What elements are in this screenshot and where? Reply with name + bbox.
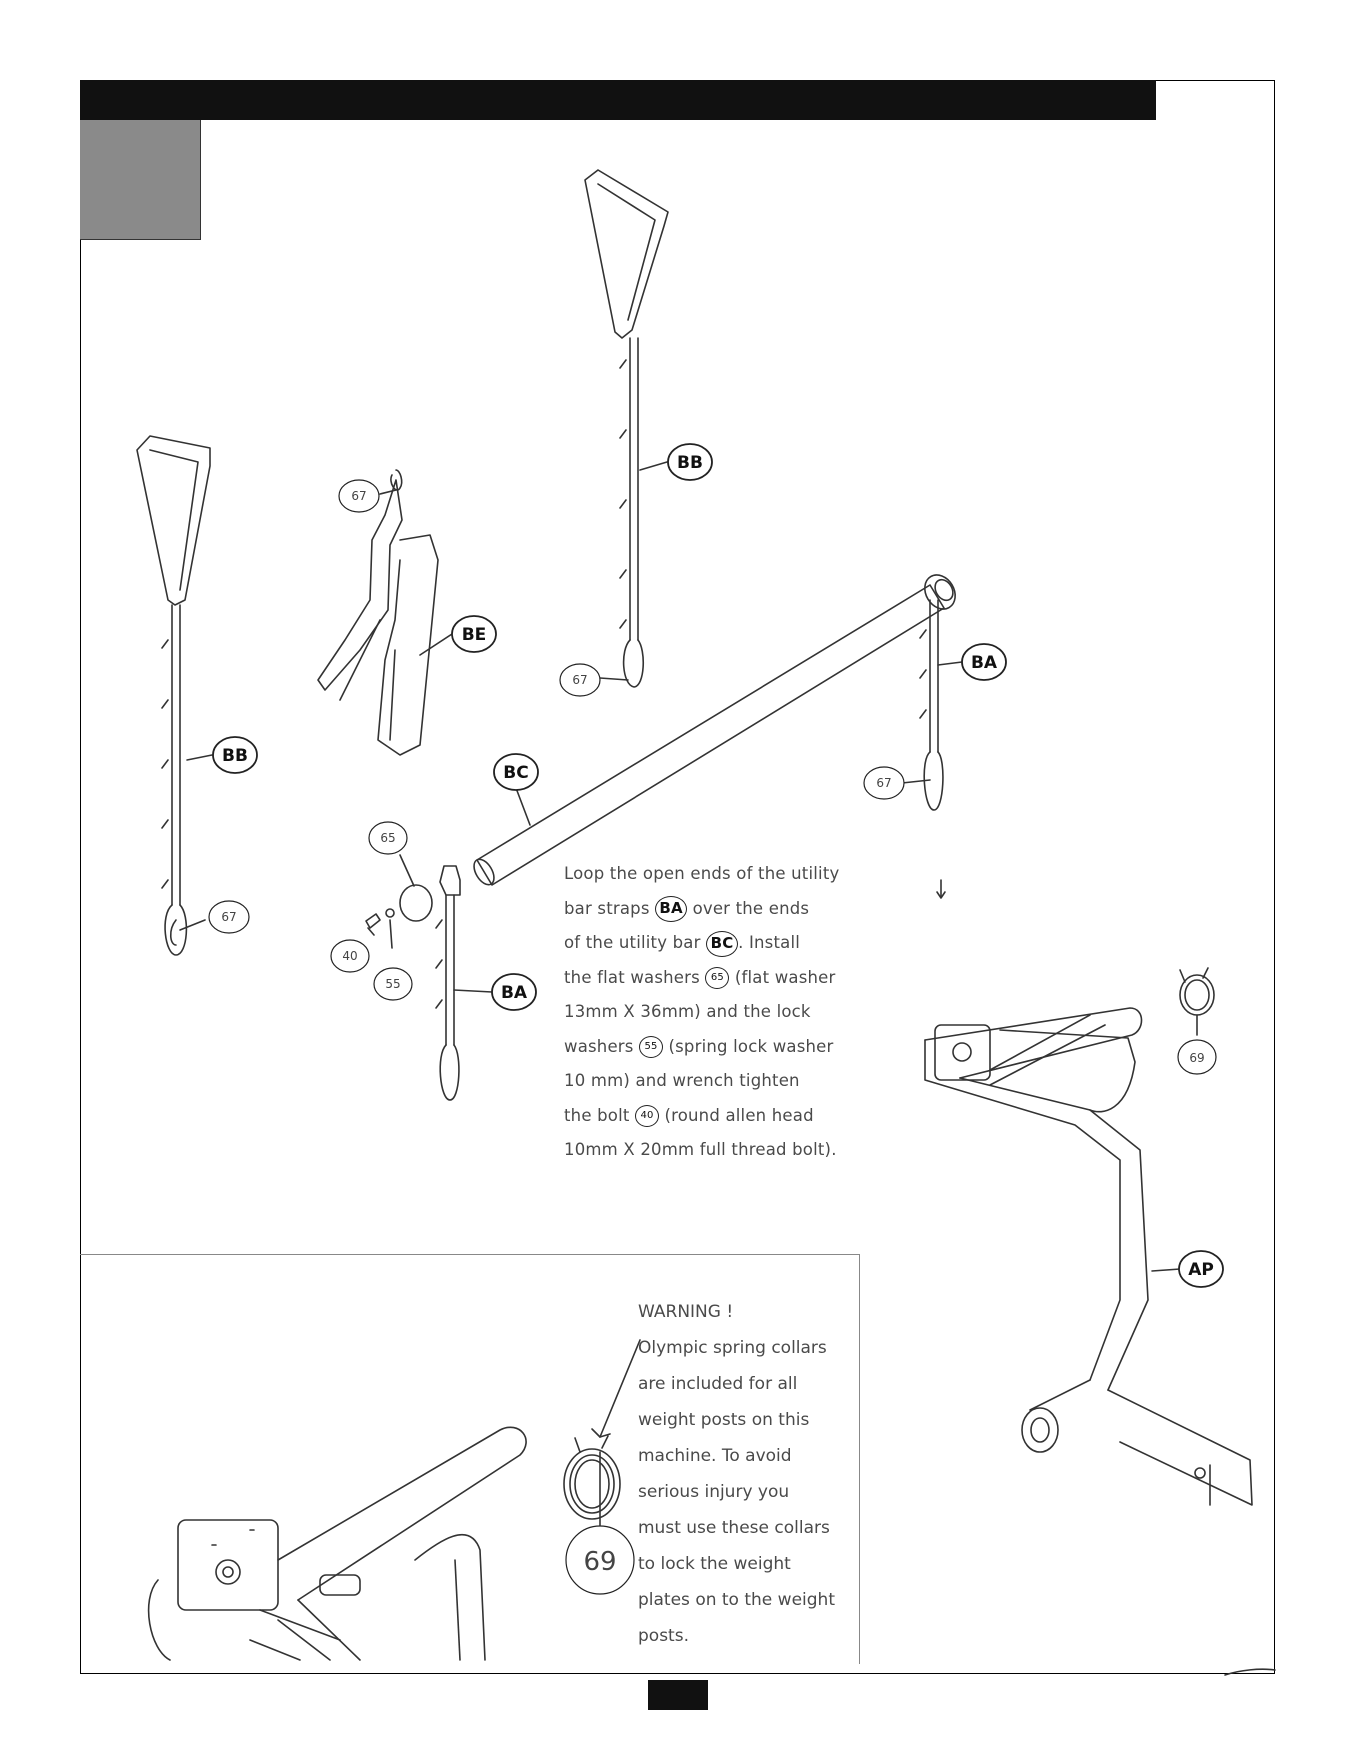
inline-callout-55: 55 <box>639 1036 664 1058</box>
warning-line-7: must use these collars <box>638 1518 830 1538</box>
label-be: BE <box>462 625 487 645</box>
label-67-be: 67 <box>351 489 366 503</box>
instr-line-1: Loop the open ends of the utility <box>564 864 840 883</box>
instr-line-6: washers 55 (spring lock washer <box>564 1030 894 1065</box>
bar-strap-right <box>919 599 944 811</box>
instr-line-5: 13mm X 36mm) and the lock <box>564 1002 811 1021</box>
label-67-right: 67 <box>876 776 891 790</box>
inline-callout-bc: BC <box>706 930 739 957</box>
callout-67-right <box>863 766 905 800</box>
instr-line-7: 10 mm) and wrench tighten <box>564 1071 800 1090</box>
label-bb-top: BB <box>677 453 703 473</box>
callout-67-left <box>208 900 250 934</box>
callout-67-be <box>338 479 380 513</box>
warning-line-9: plates on to the weight <box>638 1590 835 1610</box>
instr-line-3: of the utility bar BC. Install <box>564 926 894 961</box>
label-55: 55 <box>385 977 400 991</box>
warning-line-2: Olympic spring collars <box>638 1338 827 1358</box>
handle-strap-left <box>136 435 211 956</box>
warning-line-4: weight posts on this <box>638 1410 810 1430</box>
label-67-left: 67 <box>221 910 236 924</box>
instr-line-4: the flat washers 65 (flat washer <box>564 961 894 996</box>
bolt <box>365 913 381 929</box>
warning-inset-panel <box>80 1254 860 1664</box>
label-ba-left: BA <box>501 983 528 1003</box>
callout-ba-right <box>961 643 1007 681</box>
instr-line-9: 10mm X 20mm full thread bolt). <box>564 1140 837 1159</box>
warning-line-8: to lock the weight <box>638 1554 791 1574</box>
inline-callout-65: 65 <box>705 967 730 989</box>
page-number-tab <box>648 1680 708 1710</box>
warning-line-6: serious injury you <box>638 1482 790 1502</box>
label-ap: AP <box>1188 1260 1214 1280</box>
callout-bc <box>493 753 539 791</box>
warning-line-10: posts. <box>638 1626 689 1646</box>
label-69-large: 69 <box>583 1547 616 1577</box>
header-bar <box>80 80 1156 120</box>
label-67-top: 67 <box>572 673 587 687</box>
warning-text: WARNING ! Olympic spring collars are inc… <box>638 1294 868 1654</box>
label-bb-left: BB <box>222 746 248 766</box>
callout-69-large <box>565 1525 635 1595</box>
callout-bb-left <box>212 736 258 774</box>
flat-washer <box>399 884 433 922</box>
assembly-instructions: Loop the open ends of the utility bar st… <box>564 857 894 1168</box>
lock-washer <box>385 908 395 918</box>
label-69-small: 69 <box>1189 1051 1204 1065</box>
instr-line-8: the bolt 40 (round allen head <box>564 1099 894 1134</box>
warning-line-3: are included for all <box>638 1374 798 1394</box>
callout-65 <box>368 821 408 855</box>
instr-line-2: bar straps BA over the ends <box>564 892 894 927</box>
inline-callout-ba: BA <box>655 896 688 922</box>
corner-arc <box>1224 1668 1276 1676</box>
callout-be <box>451 615 497 653</box>
label-ba-right: BA <box>971 653 998 673</box>
callout-67-top <box>559 663 601 697</box>
inline-callout-40: 40 <box>635 1105 659 1127</box>
warning-line-5: machine. To avoid <box>638 1446 792 1466</box>
callout-55 <box>373 967 413 1001</box>
spring-collar-large <box>563 1435 621 1520</box>
weight-post <box>924 1007 1253 1506</box>
callout-ap <box>1178 1250 1224 1288</box>
bar-strap-left <box>365 865 461 1101</box>
inset-weight-post <box>147 1426 527 1661</box>
callout-40 <box>330 939 370 973</box>
label-bc: BC <box>503 763 528 783</box>
callout-ba-left <box>491 973 537 1011</box>
label-65: 65 <box>380 831 395 845</box>
down-arrow <box>936 879 946 899</box>
spring-collar-small <box>1179 967 1215 1016</box>
ankle-strap <box>317 469 439 756</box>
warning-leader-arrow <box>599 1339 641 1438</box>
warning-title: WARNING ! <box>638 1302 734 1322</box>
utility-bar <box>473 574 956 886</box>
handle-strap-top <box>584 169 669 688</box>
callout-69-small <box>1177 1039 1217 1075</box>
step-number-box <box>80 120 201 240</box>
callout-bb-top <box>667 443 713 481</box>
label-40: 40 <box>342 949 357 963</box>
